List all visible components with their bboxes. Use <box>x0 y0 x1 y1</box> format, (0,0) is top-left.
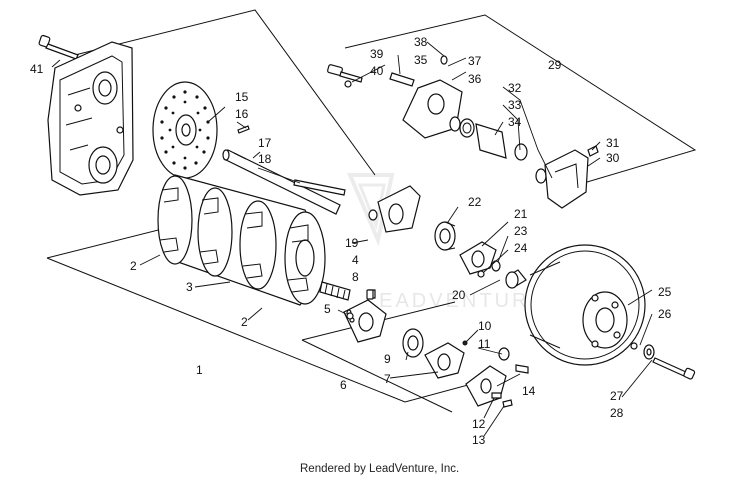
callout-23: 23 <box>514 224 528 238</box>
callout-35: 35 <box>414 53 428 67</box>
callout-6: 6 <box>340 378 347 392</box>
callout-12: 12 <box>472 417 486 431</box>
callout-28: 28 <box>610 406 624 420</box>
callout-26: 26 <box>658 307 672 321</box>
callout-17: 17 <box>258 136 272 150</box>
drive-sprockets <box>157 174 326 306</box>
callout-1: 1 <box>196 363 203 377</box>
key-18 <box>293 179 346 196</box>
flange-7 <box>424 342 465 379</box>
callout-labels: 1 2 2 3 4 5 6 7 8 9 10 11 12 13 14 15 16… <box>30 35 672 447</box>
callout-32: 32 <box>508 81 522 95</box>
washer-26 <box>630 342 655 360</box>
outline-brake-29 <box>344 14 697 191</box>
callout-25: 25 <box>658 285 672 299</box>
callout-29: 29 <box>548 58 562 72</box>
callout-14: 14 <box>522 384 536 398</box>
driven-wheel-25 <box>524 244 646 366</box>
callout-10: 10 <box>478 319 492 333</box>
callout-33: 33 <box>508 98 522 112</box>
callout-38: 38 <box>414 35 428 49</box>
callout-2: 2 <box>241 315 248 329</box>
bolt-41 <box>38 34 79 60</box>
callout-30: 30 <box>606 151 620 165</box>
callout-8: 8 <box>352 270 359 284</box>
callout-3: 3 <box>186 280 193 294</box>
caliper-assembly <box>327 55 599 209</box>
small-fasteners <box>346 289 374 320</box>
brake-disc-15 <box>152 81 218 179</box>
callout-22: 22 <box>468 195 482 209</box>
callout-15: 15 <box>235 90 249 104</box>
callout-21: 21 <box>514 207 528 221</box>
bolt-27 <box>652 357 696 380</box>
callout-4: 4 <box>352 253 359 267</box>
callout-36: 36 <box>468 72 482 86</box>
callout-34: 34 <box>508 115 522 129</box>
callout-16: 16 <box>235 107 249 121</box>
callout-2: 2 <box>130 259 137 273</box>
tensioner-parts <box>462 340 529 408</box>
callout-9: 9 <box>384 352 391 366</box>
outline-upper-left <box>74 9 376 176</box>
bearing-flange-21 <box>459 241 501 278</box>
bearing-9 <box>402 328 424 358</box>
credit-text: Rendered by LeadVenture, Inc. <box>300 463 459 475</box>
callout-39: 39 <box>370 47 384 61</box>
callout-11: 11 <box>478 337 491 351</box>
callout-37: 37 <box>468 54 482 68</box>
bearing-22 <box>434 221 456 251</box>
callout-5: 5 <box>324 302 331 316</box>
leader-lines <box>51 41 653 437</box>
callout-24: 24 <box>514 241 528 255</box>
callout-13: 13 <box>472 433 486 447</box>
callout-40: 40 <box>370 64 384 78</box>
callout-19: 19 <box>345 236 359 250</box>
watermark-text: LEADVENTURE <box>365 290 546 312</box>
callout-20: 20 <box>452 288 466 302</box>
callout-27: 27 <box>610 389 624 403</box>
shaft-splined-end <box>319 281 351 301</box>
callout-31: 31 <box>606 136 620 150</box>
chaincase-housing <box>47 41 134 196</box>
key-16 <box>237 125 250 134</box>
spacer-20 <box>505 269 527 289</box>
callout-7: 7 <box>384 372 391 386</box>
outline-bearing-bottom <box>301 339 453 413</box>
callout-41: 41 <box>30 62 44 76</box>
spacers-19 <box>368 185 421 233</box>
callout-18: 18 <box>258 152 272 166</box>
